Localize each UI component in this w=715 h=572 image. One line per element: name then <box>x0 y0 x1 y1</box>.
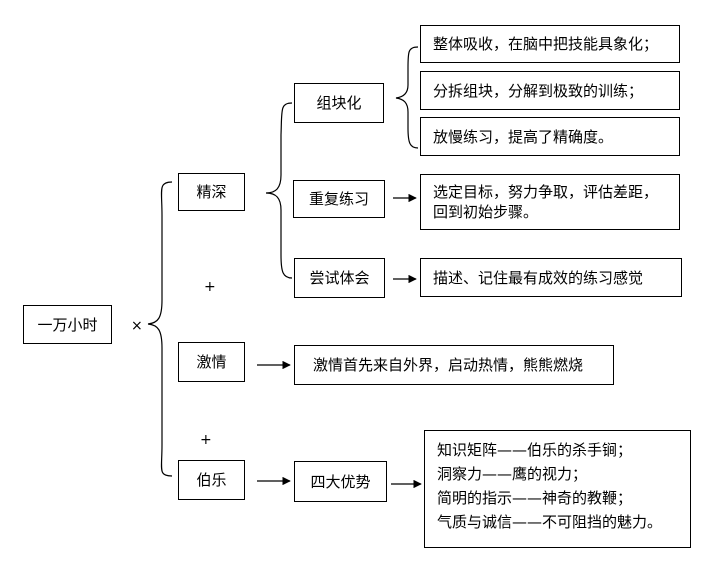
main-brace <box>147 181 173 477</box>
chunking-detail-2-text: 分拆组块，分解到极致的训练； <box>433 81 644 100</box>
passion-detail-text: 激情首先来自外界，启动热情，熊熊燃烧 <box>313 356 584 374</box>
repeat-detail: 选定目标，努力争取，评估差距， 回到初始步骤。 <box>420 174 680 230</box>
root-node: 一万小时 <box>23 305 112 344</box>
deep-label: 精深 <box>196 183 227 201</box>
repeat-detail-line-2: 回到初始步骤。 <box>433 203 539 221</box>
advantage-1: 知识矩阵——伯乐的杀手锏； <box>437 441 633 459</box>
repeat-label: 重复练习 <box>308 190 369 208</box>
repeat-node: 重复练习 <box>293 180 385 218</box>
trial-node: 尝试体会 <box>294 258 385 298</box>
advantages-detail: 知识矩阵——伯乐的杀手锏； 洞察力——鹰的视力； 简明的指示——神奇的教鞭； 气… <box>424 430 691 548</box>
chunking-detail-2: 分拆组块，分解到极致的训练； <box>420 71 680 110</box>
advantages-label: 四大优势 <box>310 472 371 491</box>
chunking-node: 组块化 <box>294 83 384 123</box>
passion-node: 激情 <box>178 342 245 382</box>
advantages-node: 四大优势 <box>294 461 387 502</box>
plus-sign-1: + <box>204 279 216 295</box>
mentor-label: 伯乐 <box>196 471 227 489</box>
deep-brace <box>265 102 293 279</box>
repeat-detail-line-1: 选定目标，努力争取，评估差距， <box>433 183 659 201</box>
mentor-node: 伯乐 <box>178 460 245 500</box>
advantage-2: 洞察力——鹰的视力； <box>437 465 588 483</box>
passion-label: 激情 <box>196 353 227 371</box>
trial-detail: 描述、记住最有成效的练习感觉 <box>420 258 682 297</box>
chunking-detail-1: 整体吸收，在脑中把技能具象化； <box>420 25 680 63</box>
chunk-brace <box>395 46 419 149</box>
advantage-4: 气质与诚信——不可阻挡的魅力。 <box>437 513 663 531</box>
passion-detail: 激情首先来自外界，启动热情，熊熊燃烧 <box>294 345 614 385</box>
plus-sign-2: + <box>200 432 212 448</box>
trial-label: 尝试体会 <box>309 269 370 287</box>
trial-detail-text: 描述、记住最有成效的练习感觉 <box>433 268 644 287</box>
chunking-detail-3-text: 放慢练习，提高了精确度。 <box>433 127 614 146</box>
chunking-detail-1-text: 整体吸收，在脑中把技能具象化； <box>433 35 659 53</box>
times-sign: × <box>131 318 143 334</box>
deep-node: 精深 <box>178 173 245 211</box>
root-label: 一万小时 <box>37 315 98 334</box>
advantage-3: 简明的指示——神奇的教鞭； <box>437 489 633 507</box>
chunking-detail-3: 放慢练习，提高了精确度。 <box>420 117 680 156</box>
chunking-label: 组块化 <box>316 94 362 112</box>
